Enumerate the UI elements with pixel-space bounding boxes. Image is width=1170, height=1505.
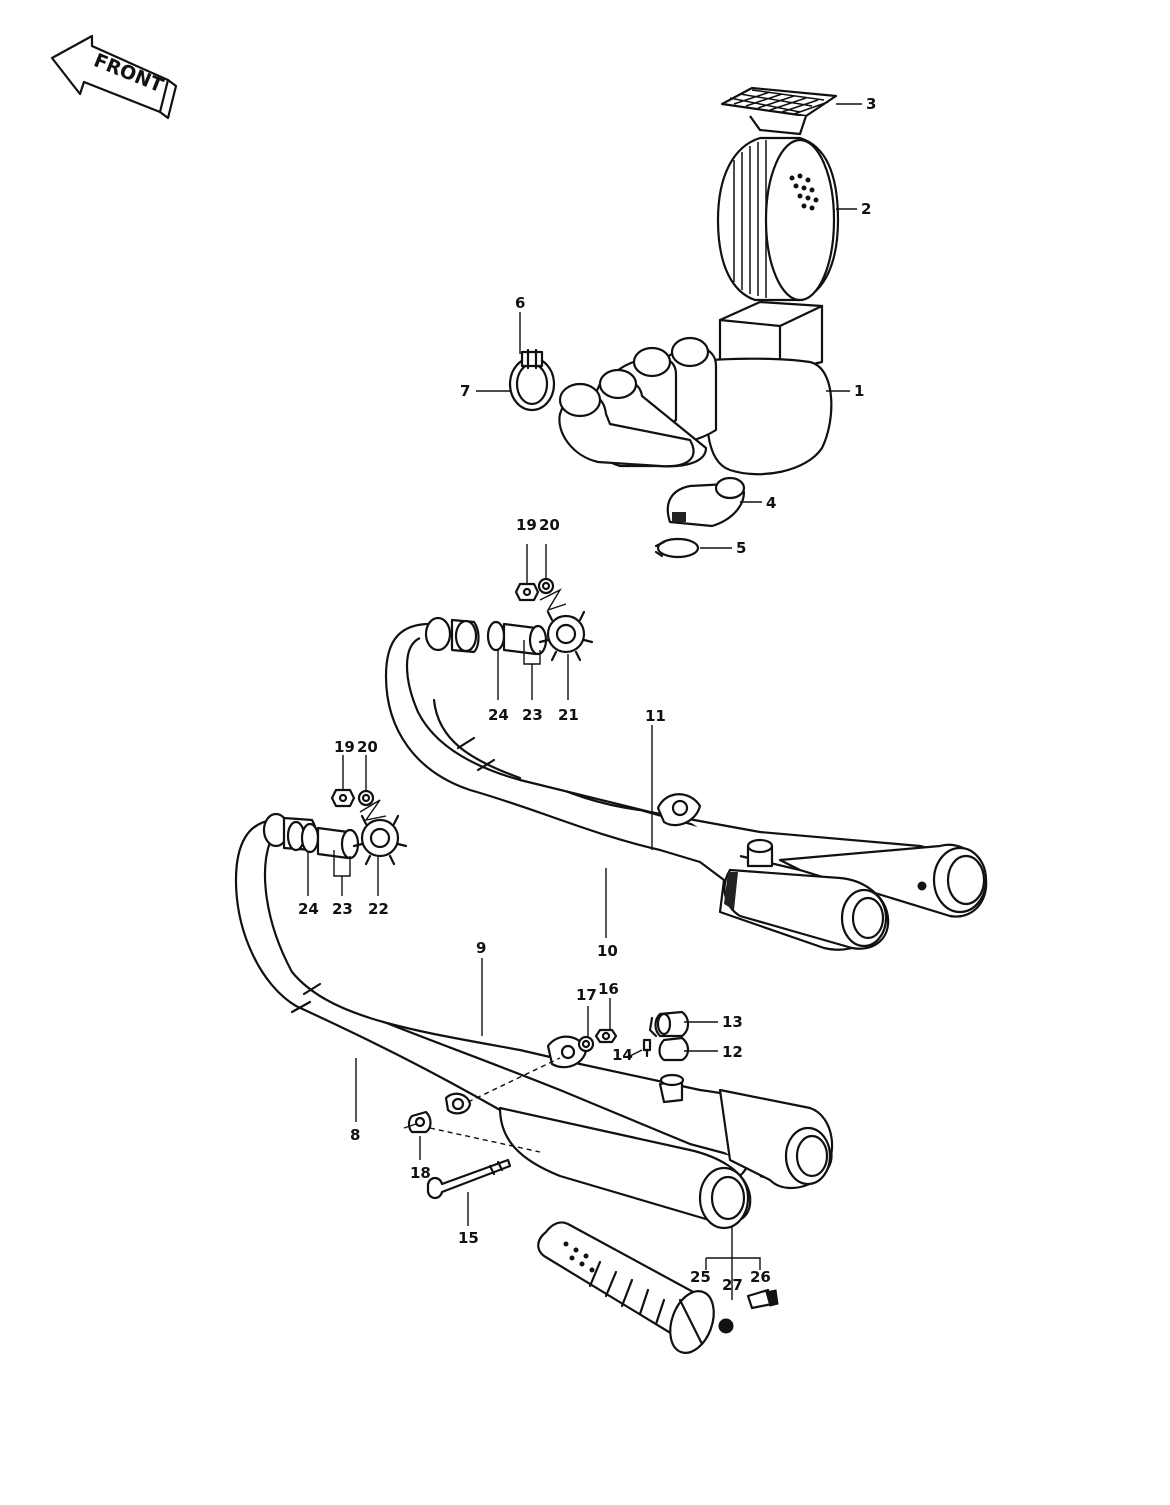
label-24-upper: 24: [488, 706, 509, 724]
label-27: 27: [722, 1276, 743, 1294]
label-15: 15: [458, 1229, 479, 1247]
label-9: 9: [476, 939, 486, 957]
label-11: 11: [645, 707, 666, 725]
label-5: 5: [736, 539, 746, 557]
alignment-lines: [429, 1057, 561, 1153]
label-20-lower: 20: [357, 738, 378, 756]
label-4: 4: [766, 494, 776, 512]
mounting-bolt: [407, 1110, 512, 1200]
callout-labels: 3 2 1 4 5 6 7 19 20 24 23 21 11 10 19 20…: [298, 95, 876, 1294]
hose-clamp: [508, 348, 556, 412]
front-arrow: FRONT: [50, 34, 178, 120]
label-25: 25: [690, 1268, 711, 1286]
upper-fittings: [486, 577, 594, 662]
label-18: 18: [410, 1164, 431, 1182]
label-14: 14: [612, 1046, 633, 1064]
label-20-upper: 20: [539, 516, 560, 534]
label-7: 7: [460, 382, 470, 400]
muffler-baffle: [537, 1221, 779, 1354]
label-10: 10: [597, 942, 618, 960]
label-21: 21: [558, 706, 579, 724]
leader-lines: [307, 103, 862, 1300]
label-16: 16: [598, 980, 619, 998]
label-3: 3: [866, 95, 876, 113]
label-23-upper: 23: [522, 706, 543, 724]
hose-band: [654, 537, 700, 559]
label-8: 8: [350, 1126, 360, 1144]
label-13: 13: [722, 1013, 743, 1031]
label-17: 17: [576, 986, 597, 1004]
air-cleaner-housing: [558, 300, 833, 476]
label-1: 1: [854, 382, 864, 400]
label-6: 6: [515, 294, 525, 312]
upper-exhaust-system: [384, 616, 988, 951]
lower-exhaust-system: [234, 812, 834, 1230]
label-19-lower: 19: [334, 738, 355, 756]
label-2: 2: [861, 200, 871, 218]
muffler-clamp-hardware: [577, 1010, 690, 1062]
label-19-upper: 19: [516, 516, 537, 534]
lower-fittings: [286, 788, 408, 866]
air-cleaner-grille: [720, 86, 838, 136]
label-22: 22: [368, 900, 389, 918]
label-12: 12: [722, 1043, 743, 1061]
label-23-lower: 23: [332, 900, 353, 918]
label-26: 26: [750, 1268, 771, 1286]
air-filter-element: [716, 136, 840, 302]
label-24-lower: 24: [298, 900, 319, 918]
breather-hose: [666, 476, 746, 528]
